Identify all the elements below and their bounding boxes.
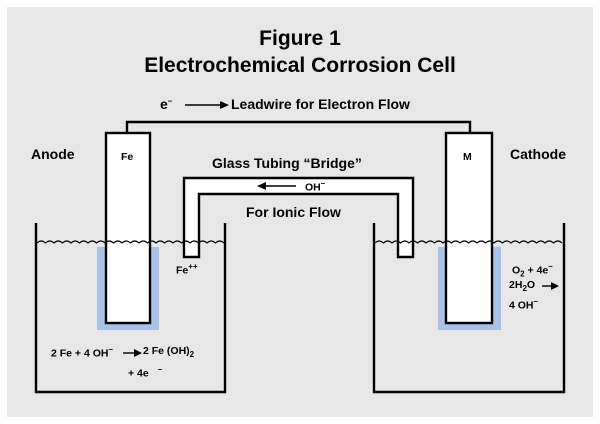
figure-title: Electrochemical Corrosion Cell bbox=[144, 54, 456, 77]
figure-number: Figure 1 bbox=[259, 27, 341, 50]
anode-reaction-electrons: + 4e– bbox=[128, 365, 163, 380]
cathode-electrode bbox=[444, 131, 494, 325]
hydroxide-flow-arrowhead bbox=[257, 182, 266, 190]
hydroxide-ion-label: OH– bbox=[305, 179, 326, 194]
anode-beaker bbox=[34, 223, 227, 394]
electron-flow-arrowhead bbox=[220, 101, 229, 109]
electron-symbol: e– bbox=[160, 96, 173, 112]
cathode-label: Cathode bbox=[510, 146, 566, 162]
bridge-label: Glass Tubing “Bridge” bbox=[212, 155, 362, 171]
leadwire bbox=[125, 120, 472, 133]
cathode-water-surface bbox=[374, 240, 563, 244]
cathode-reaction-hydroxide: 4 OH– bbox=[509, 297, 538, 312]
leadwire-label: Leadwire for Electron Flow bbox=[231, 96, 410, 112]
cathode-electrode-label: M bbox=[463, 151, 472, 163]
anode-water-surface bbox=[36, 240, 225, 244]
anode-reaction-arrowhead bbox=[134, 349, 142, 357]
ionic-flow-label: For Ionic Flow bbox=[246, 204, 341, 220]
diagram-panel bbox=[7, 7, 593, 417]
anode-reaction-left: 2 Fe + 4 OH– bbox=[51, 345, 113, 360]
anode-label: Anode bbox=[31, 146, 75, 162]
iron-ion-label: Fe++ bbox=[176, 262, 198, 277]
cathode-reaction-oxygen: O2 + 4e– bbox=[512, 262, 553, 279]
glass-tubing-bridge bbox=[182, 176, 415, 259]
cathode-reaction-water: 2H2O bbox=[509, 279, 536, 294]
anode-reaction-right: 2 Fe (OH)2 bbox=[143, 345, 195, 360]
anode-electrode-label: Fe bbox=[121, 151, 134, 163]
cathode-reaction-arrowhead bbox=[551, 282, 559, 290]
cathode-beaker bbox=[372, 223, 566, 394]
anode-electrode bbox=[104, 131, 152, 325]
